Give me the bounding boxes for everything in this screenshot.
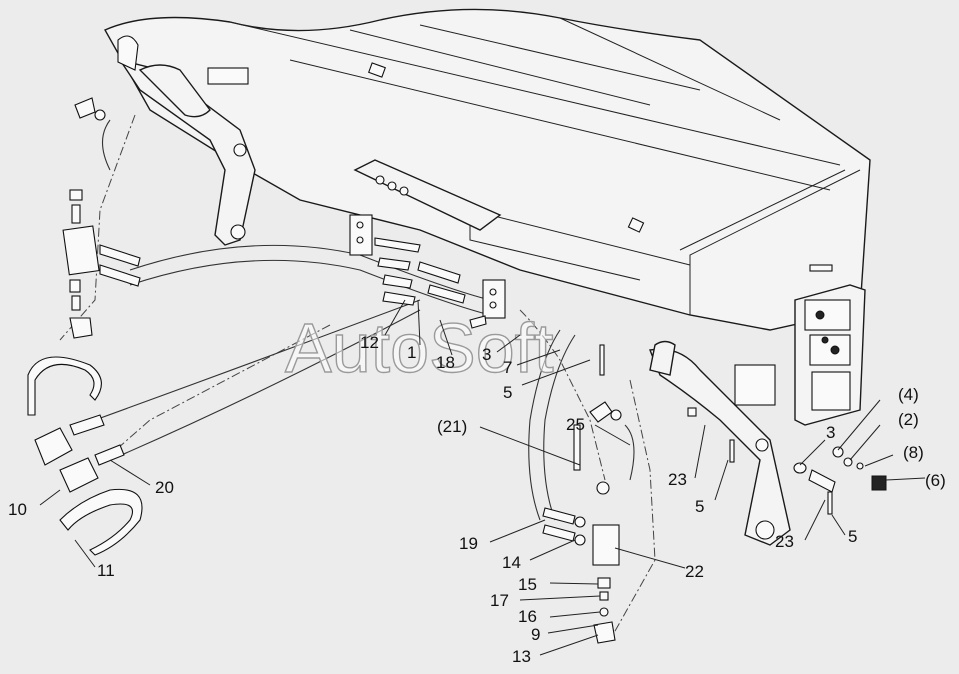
callout-14: 14 xyxy=(502,553,521,572)
left-fitting-stack xyxy=(62,97,141,339)
callout-19: 19 xyxy=(459,534,478,553)
lower-valve-assembly xyxy=(542,401,622,644)
callout-23-left: 23 xyxy=(668,470,687,489)
callout-2: (2) xyxy=(898,410,919,429)
callout-21: (21) xyxy=(437,417,467,436)
callout-16: 16 xyxy=(518,607,537,626)
callout-7: 7 xyxy=(503,358,512,377)
quick-couplers xyxy=(27,356,143,556)
callout-5-right: 5 xyxy=(848,527,857,546)
callout-5-middle: 5 xyxy=(695,497,704,516)
callout-22: 22 xyxy=(685,562,704,581)
callout-12: 12 xyxy=(360,333,379,352)
hopper-body xyxy=(104,8,871,331)
pin-hardware-right xyxy=(599,344,887,515)
control-panel-assembly xyxy=(794,284,866,426)
callout-10: 10 xyxy=(8,500,27,519)
left-support-arm xyxy=(117,35,256,246)
route-line-bottom xyxy=(609,379,656,641)
right-support-arm xyxy=(649,340,791,546)
callout-11: 11 xyxy=(97,561,115,580)
callout-20: 20 xyxy=(155,478,174,497)
leader-lines xyxy=(39,299,926,656)
callout-13: 13 xyxy=(512,647,531,666)
callout-25: 25 xyxy=(566,415,585,434)
callout-18: 18 xyxy=(436,353,455,372)
callout-6: (6) xyxy=(925,471,946,490)
callout-8: (8) xyxy=(903,443,924,462)
route-line-center xyxy=(109,324,331,456)
callout-23-right: 23 xyxy=(775,532,794,551)
callout-4: (4) xyxy=(898,385,919,404)
callout-9: 9 xyxy=(531,625,540,644)
central-cylinder xyxy=(353,159,502,231)
route-line-right xyxy=(519,309,606,481)
callout-3-upper: 3 xyxy=(482,345,491,364)
route-line-left xyxy=(59,114,136,341)
callout-5-upper: 5 xyxy=(503,383,512,402)
callout-15: 15 xyxy=(518,575,537,594)
callout-labels: 12 1 18 3 7 5 (21) 25 10 20 11 19 14 22 … xyxy=(8,333,946,666)
callout-17: 17 xyxy=(490,591,509,610)
center-fitting-group xyxy=(349,214,506,329)
hydraulic-hoses xyxy=(94,119,635,521)
callout-1: 1 xyxy=(407,343,416,362)
callout-3-right: 3 xyxy=(826,423,835,442)
